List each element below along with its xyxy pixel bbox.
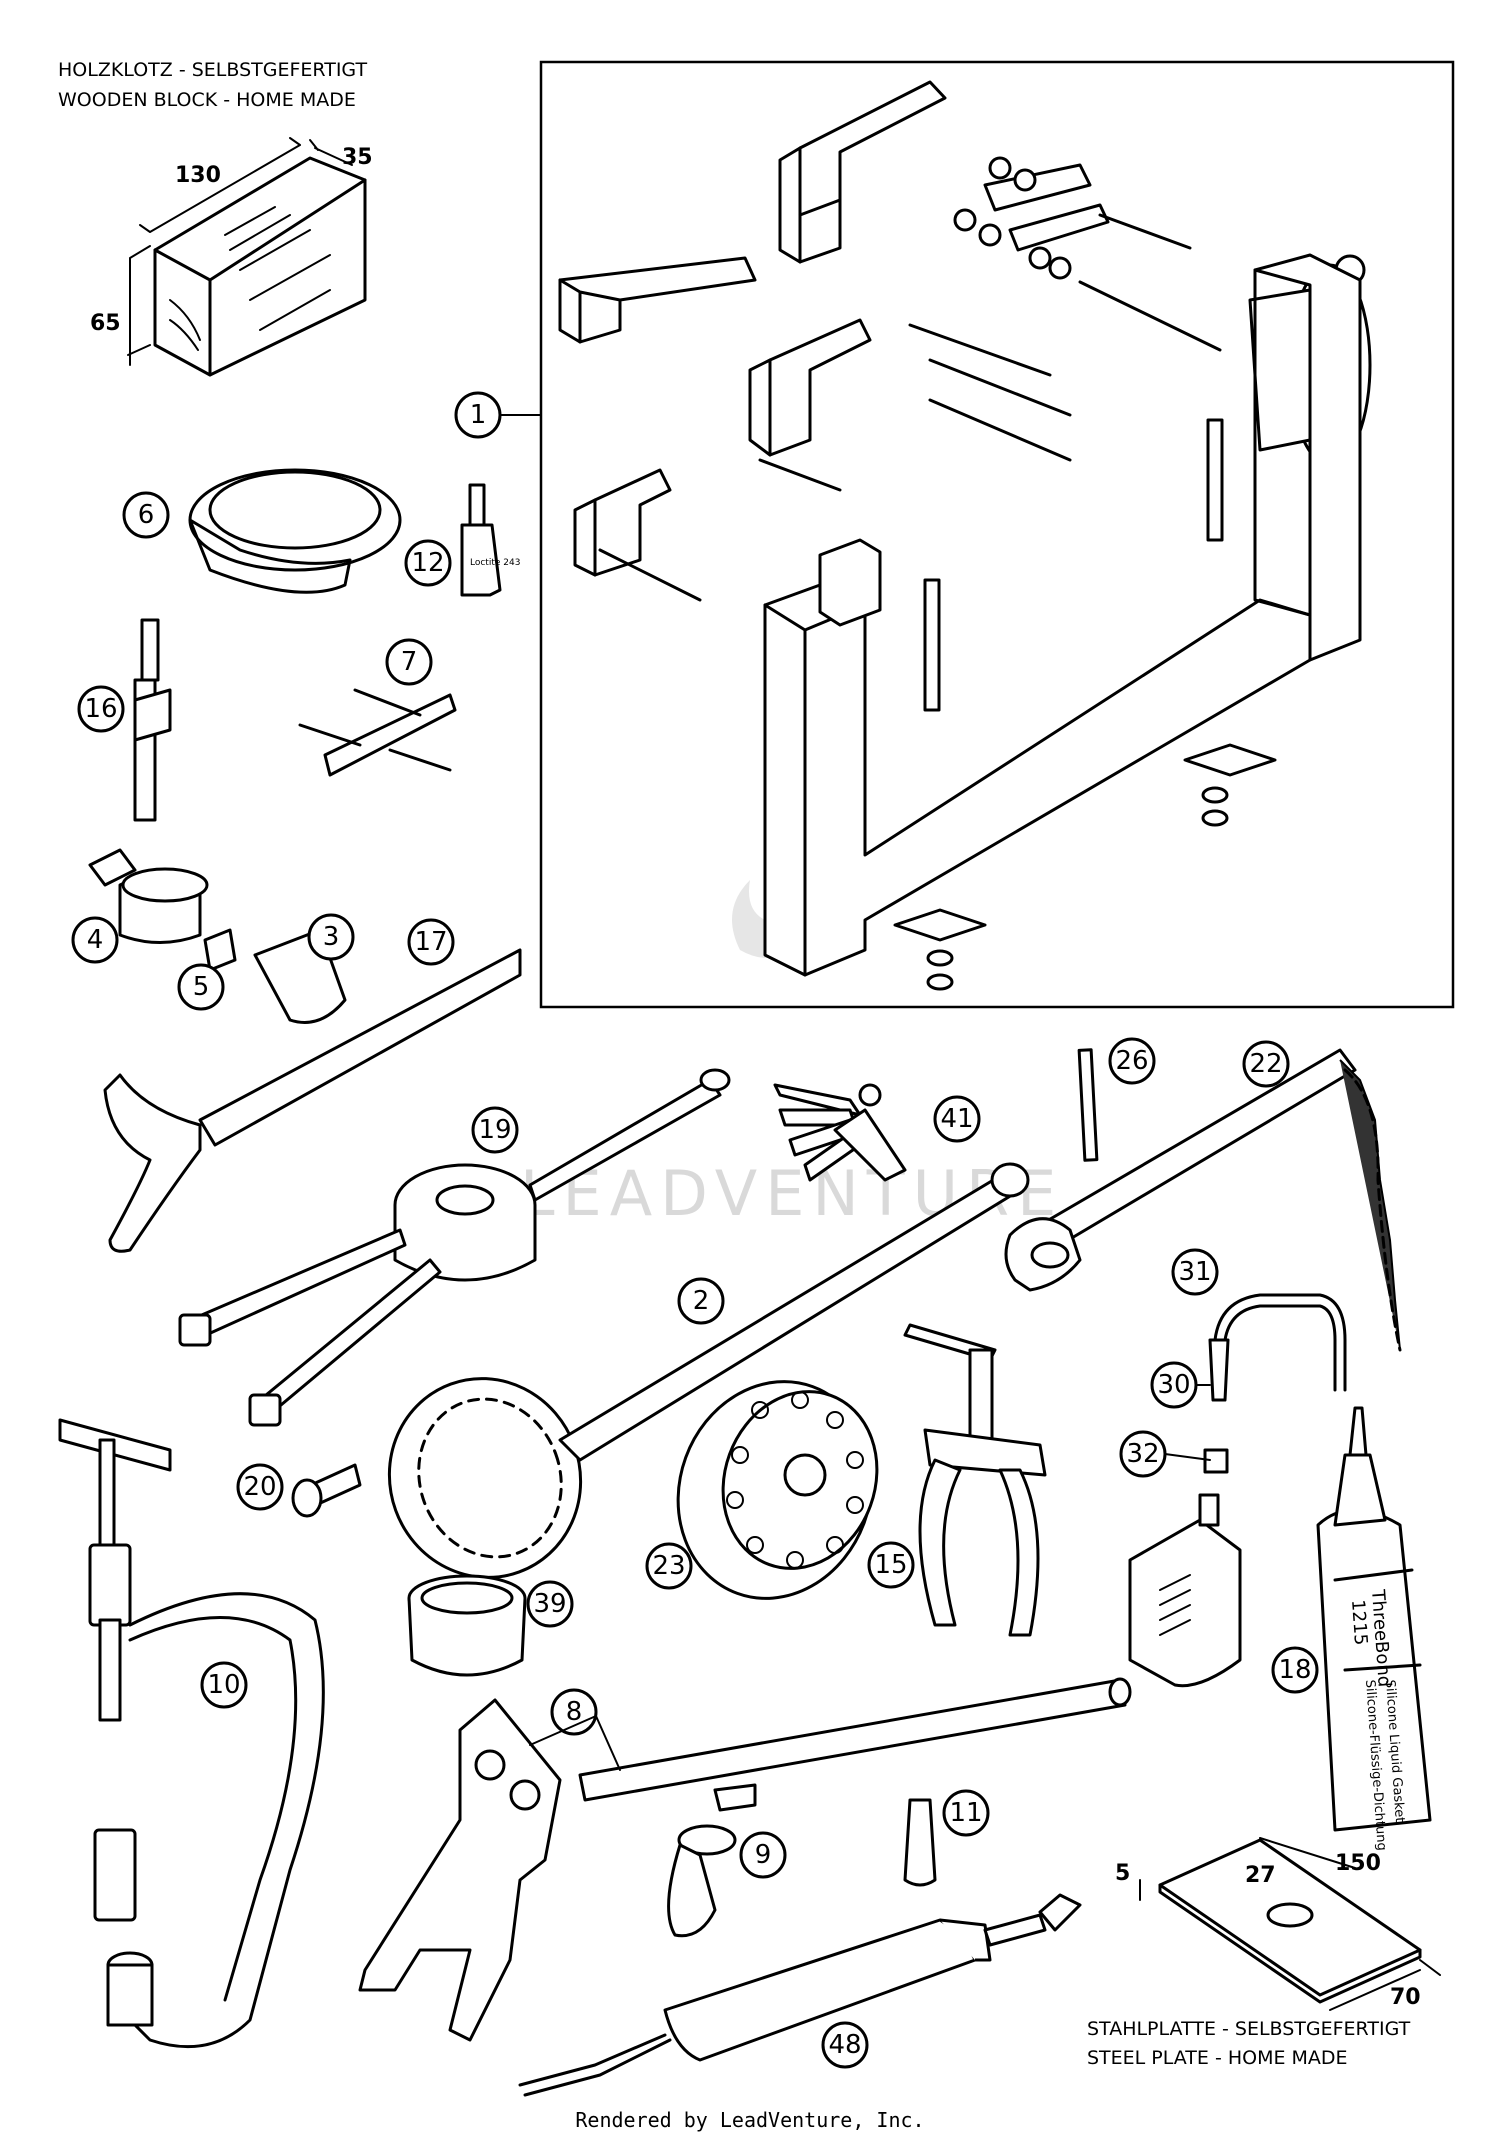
callout-12: 12 bbox=[404, 539, 452, 587]
svg-text:12: 12 bbox=[411, 548, 444, 578]
svg-text:23: 23 bbox=[652, 1551, 685, 1581]
tools-4-5-3 bbox=[88, 848, 347, 1024]
tool-bar-8 bbox=[358, 1677, 1132, 2042]
gasket-tube-18: ThreeBond 1215 Silicone Liquid Gasket Si… bbox=[1316, 1406, 1432, 1851]
puller-bar-7 bbox=[298, 688, 457, 777]
svg-text:30: 30 bbox=[1157, 1370, 1190, 1400]
callout-10: 10 bbox=[200, 1661, 248, 1709]
ring-tool-6 bbox=[188, 468, 402, 594]
callout-9: 9 bbox=[739, 1831, 787, 1879]
svg-text:5: 5 bbox=[193, 972, 210, 1002]
svg-text:16: 16 bbox=[84, 694, 117, 724]
feeler-gauge-41 bbox=[773, 1083, 907, 1182]
svg-text:48: 48 bbox=[828, 2030, 861, 2060]
dim-65: 65 bbox=[90, 311, 121, 336]
svg-text:32: 32 bbox=[1126, 1439, 1159, 1469]
steel-plate-label-de: STAHLPLATTE - SELBSTGEFERTIGT bbox=[1087, 2018, 1411, 2040]
oil-bottle bbox=[1128, 1448, 1242, 1688]
dim-5: 5 bbox=[1115, 1861, 1130, 1886]
engine-stand-parts bbox=[558, 80, 1372, 991]
svg-text:11: 11 bbox=[949, 1798, 982, 1828]
svg-text:19: 19 bbox=[478, 1115, 511, 1145]
svg-text:18: 18 bbox=[1278, 1655, 1311, 1685]
callout-7: 7 bbox=[385, 638, 433, 686]
callout-23: 23 bbox=[645, 1542, 693, 1590]
cup-tool-39 bbox=[407, 1574, 527, 1677]
dim-70: 70 bbox=[1390, 1985, 1421, 2010]
fork-tool-17 bbox=[103, 948, 522, 1253]
svg-text:8: 8 bbox=[566, 1697, 583, 1727]
callout-26: 26 bbox=[1108, 1037, 1156, 1085]
svg-text:20: 20 bbox=[243, 1472, 276, 1502]
callout-17: 17 bbox=[407, 918, 455, 966]
callout-3: 3 bbox=[307, 913, 355, 961]
svg-text:17: 17 bbox=[414, 927, 447, 957]
bolt-20 bbox=[291, 1463, 362, 1518]
callout-5: 5 bbox=[177, 963, 225, 1011]
callout-39: 39 bbox=[526, 1580, 574, 1628]
dim-130: 130 bbox=[175, 163, 221, 188]
callout-11: 11 bbox=[942, 1789, 990, 1837]
svg-text:2: 2 bbox=[693, 1286, 710, 1316]
footer-credit: Rendered by LeadVenture, Inc. bbox=[575, 2108, 924, 2132]
callout-15: 15 bbox=[867, 1541, 915, 1589]
svg-text:10: 10 bbox=[207, 1670, 240, 1700]
callout-48: 48 bbox=[821, 2021, 869, 2069]
svg-text:22: 22 bbox=[1249, 1049, 1282, 1079]
valve-spring-compressor-10 bbox=[58, 1418, 325, 2049]
clutch-holder-2 bbox=[387, 1162, 1030, 1579]
grease-gun-48 bbox=[518, 1893, 1082, 2097]
tool-11 bbox=[903, 1798, 937, 1887]
wooden-block: 130 35 65 bbox=[90, 137, 373, 377]
tool-9 bbox=[667, 1824, 737, 1938]
svg-text:9: 9 bbox=[755, 1840, 772, 1870]
callout-22: 22 bbox=[1242, 1040, 1290, 1088]
tube-code: 1215 bbox=[1347, 1599, 1371, 1646]
dim-27: 27 bbox=[1245, 1863, 1276, 1888]
svg-text:4: 4 bbox=[87, 925, 104, 955]
chain-wrench-22 bbox=[1004, 1048, 1402, 1352]
callout-20: 20 bbox=[236, 1463, 284, 1511]
callout-31: 31 bbox=[1171, 1248, 1219, 1296]
pin-26 bbox=[1077, 1048, 1099, 1162]
hose-31 bbox=[1208, 1293, 1347, 1402]
gear-puller-15 bbox=[903, 1323, 1047, 1637]
callout-6: 6 bbox=[122, 491, 170, 539]
engine-stand-box bbox=[539, 60, 1455, 1009]
bottle-label: Loctite 243 bbox=[470, 558, 520, 568]
callout-32: 32 bbox=[1119, 1430, 1167, 1478]
svg-text:39: 39 bbox=[533, 1589, 566, 1619]
svg-text:6: 6 bbox=[138, 500, 155, 530]
callout-8: 8 bbox=[550, 1688, 598, 1736]
svg-text:7: 7 bbox=[401, 647, 418, 677]
callout-2: 2 bbox=[677, 1277, 725, 1325]
leader-lines bbox=[529, 1384, 1211, 1771]
callout-16: 16 bbox=[77, 685, 125, 733]
svg-text:3: 3 bbox=[323, 922, 340, 952]
threadlocker-bottle-12: Loctite 243 bbox=[460, 483, 520, 597]
steel-plate-label-en: STEEL PLATE - HOME MADE bbox=[1087, 2047, 1348, 2069]
svg-text:41: 41 bbox=[940, 1104, 973, 1134]
wooden-block-label-en: WOODEN BLOCK - HOME MADE bbox=[58, 89, 356, 111]
svg-text:15: 15 bbox=[874, 1550, 907, 1580]
callout-41: 41 bbox=[933, 1095, 981, 1143]
wooden-block-label-de: HOLZKLOTZ - SELBSTGEFERTIGT bbox=[58, 59, 367, 81]
svg-text:1: 1 bbox=[470, 400, 487, 430]
svg-text:26: 26 bbox=[1115, 1046, 1148, 1076]
callout-19: 19 bbox=[471, 1106, 519, 1154]
callout-4: 4 bbox=[71, 916, 119, 964]
svg-text:31: 31 bbox=[1178, 1257, 1211, 1287]
dim-150: 150 bbox=[1335, 1851, 1381, 1876]
callout-30: 30 bbox=[1150, 1361, 1198, 1409]
slide-hammer-16 bbox=[133, 618, 172, 822]
steel-plate: 5 27 150 70 bbox=[1115, 1837, 1441, 2011]
callout-1: 1 bbox=[454, 391, 502, 439]
holder-tool-19 bbox=[178, 1068, 731, 1427]
callout-18: 18 bbox=[1271, 1646, 1319, 1694]
callouts: 1 6 12 7 16 4 3 5 17 26 22 41 19 31 2 30… bbox=[71, 391, 1319, 2069]
dim-35: 35 bbox=[342, 145, 373, 170]
flywheel-puller-23 bbox=[676, 1380, 879, 1600]
